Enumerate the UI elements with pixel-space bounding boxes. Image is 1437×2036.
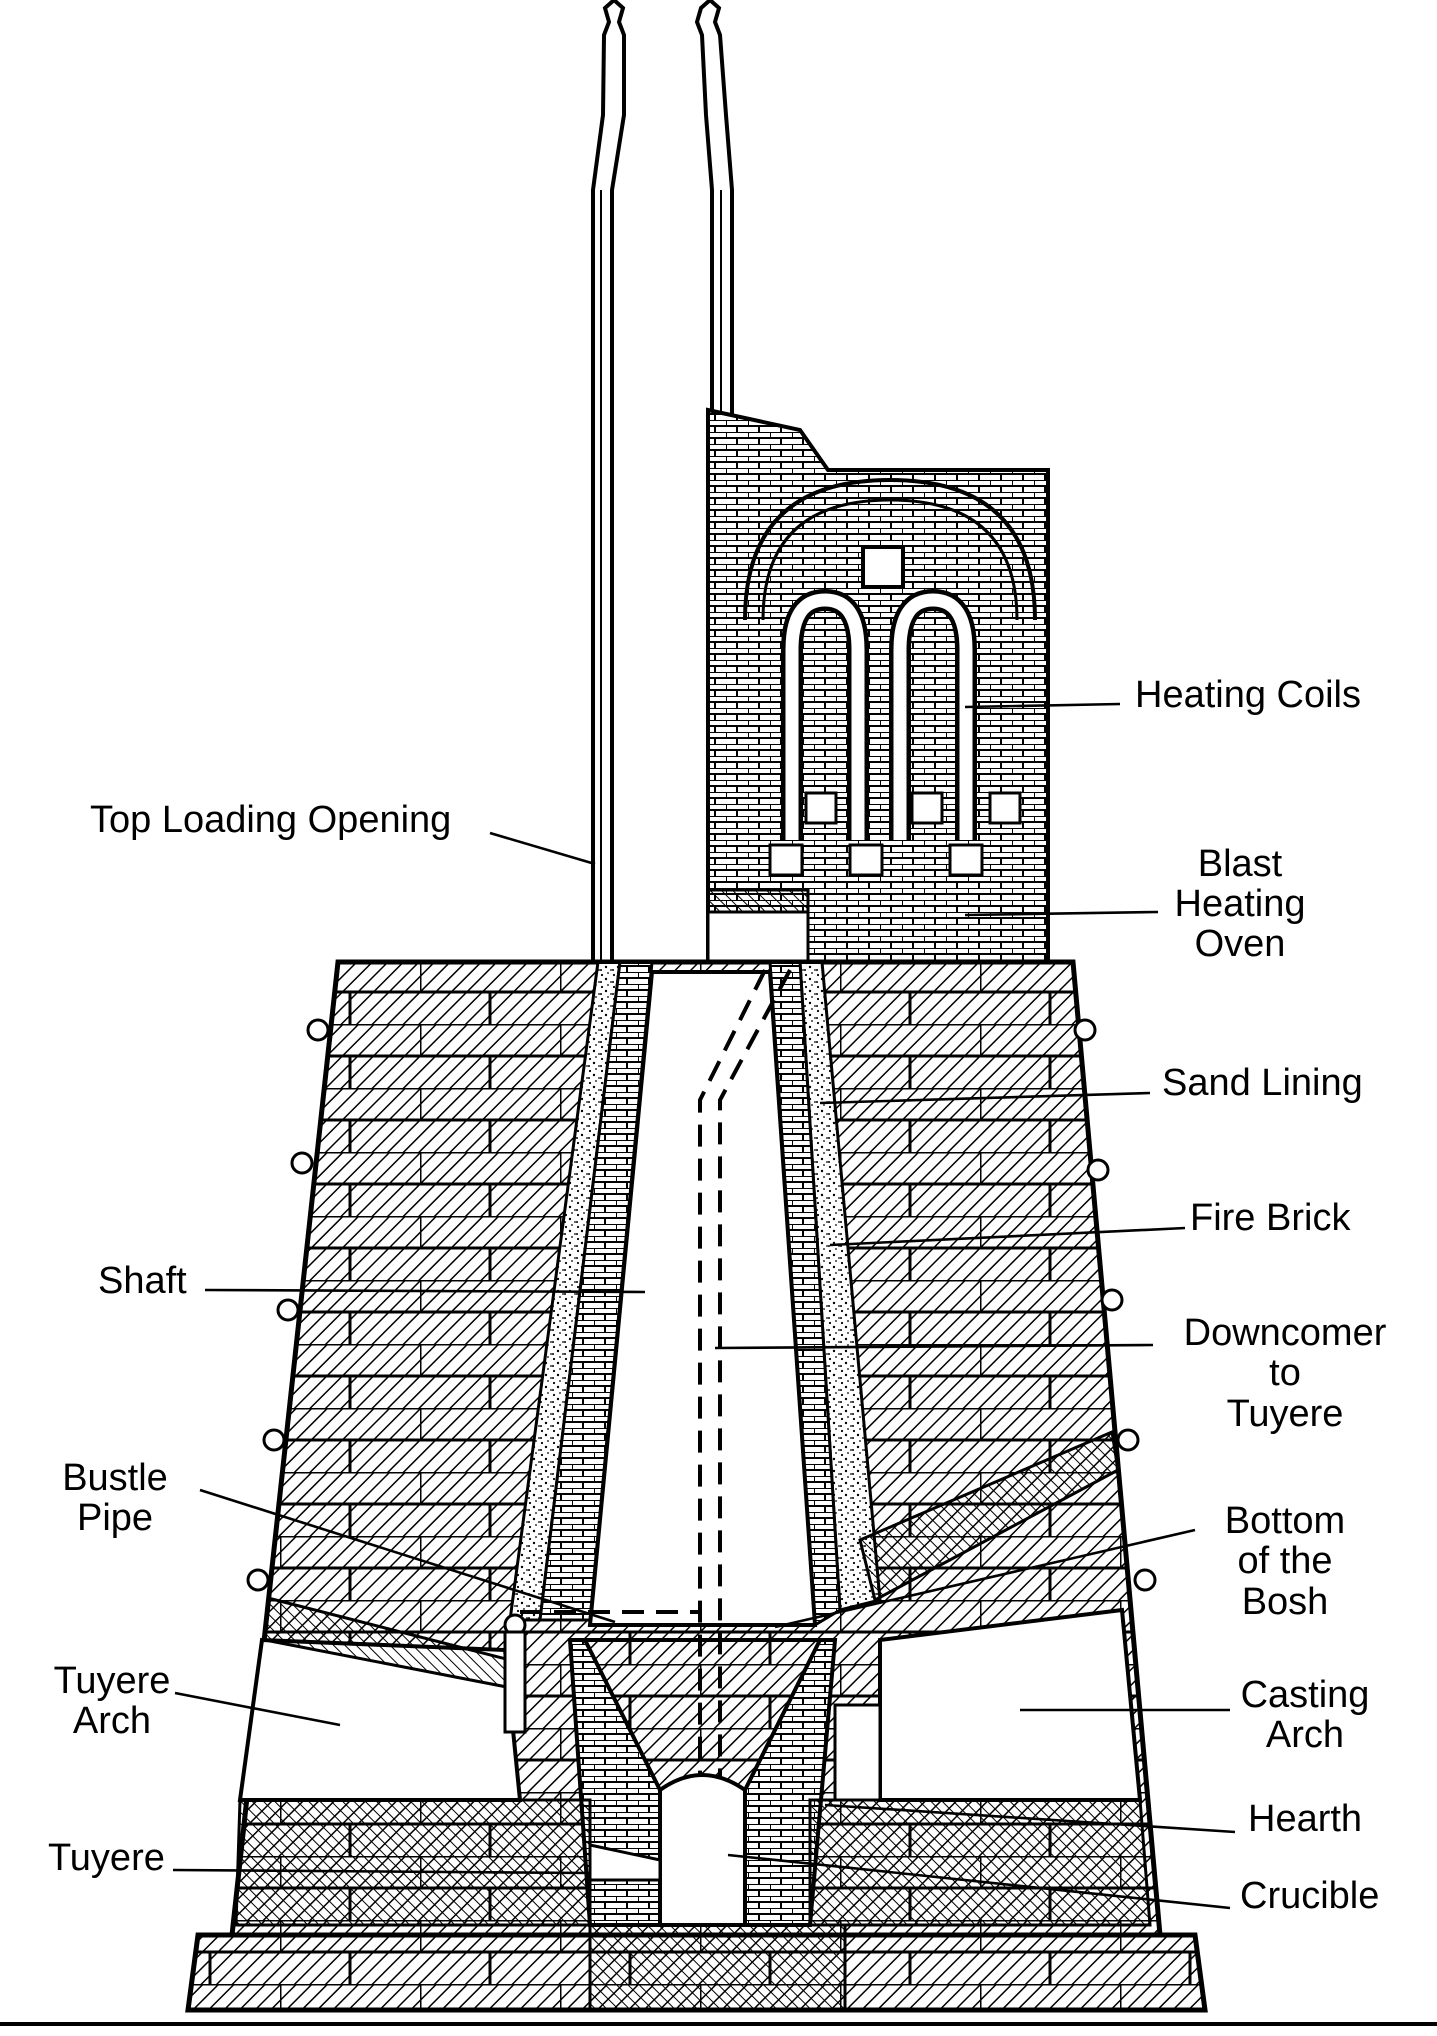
label-casting-arch-1: Casting [1241, 1674, 1370, 1716]
bosh-slope [858, 1429, 1120, 1603]
downcomer-pipe [698, 969, 767, 1920]
casting-door [833, 1703, 882, 1802]
label-tuyere-arch-1: Tuyere [54, 1660, 171, 1702]
label-downcomer-3: Tuyere [1227, 1393, 1344, 1435]
casting-arch-opening [878, 1607, 1143, 1802]
blast-heating-oven [706, 407, 1050, 964]
chimney-left-wall [591, 0, 626, 962]
label-sand-lining: Sand Lining [1162, 1062, 1363, 1104]
label-bottom-of-bosh-3: Bosh [1242, 1581, 1329, 1623]
label-tuyere-arch-2: Arch [73, 1700, 151, 1742]
crucible [658, 1773, 747, 1927]
label-downcomer-2: to [1269, 1352, 1301, 1394]
label-bottom-of-bosh-1: Bottom [1225, 1500, 1345, 1542]
leader-lines [172, 702, 1236, 1910]
label-bottom-of-bosh-2: of the [1237, 1540, 1332, 1582]
label-casting-arch-2: Arch [1266, 1714, 1344, 1756]
label-tuyere: Tuyere [48, 1837, 165, 1879]
label-shaft: Shaft [98, 1260, 187, 1302]
label-downcomer-1: Downcomer [1184, 1312, 1387, 1354]
label-blast-heating-oven-3: Oven [1195, 923, 1286, 965]
oven-arch [743, 477, 1037, 621]
label-blast-heating-oven-2: Heating [1175, 883, 1306, 925]
chimney-right-wall [694, 0, 734, 962]
label-top-loading-opening: Top Loading Opening [90, 799, 451, 841]
furnace-shaft [587, 970, 818, 1627]
label-heating-coils: Heating Coils [1135, 674, 1361, 716]
label-crucible: Crucible [1240, 1875, 1379, 1917]
label-fire-brick: Fire Brick [1190, 1197, 1351, 1239]
hearth-block [808, 1798, 1152, 1927]
oven-peephole [861, 545, 905, 589]
labels: Heating Coils Top Loading Opening Blast … [48, 674, 1387, 1917]
label-hearth: Hearth [1248, 1798, 1362, 1840]
label-bustle-pipe-2: Pipe [77, 1497, 153, 1539]
label-bustle-pipe-1: Bustle [62, 1457, 168, 1499]
label-blast-heating-oven-1: Blast [1198, 843, 1283, 885]
side-lugs [246, 1018, 1157, 1592]
